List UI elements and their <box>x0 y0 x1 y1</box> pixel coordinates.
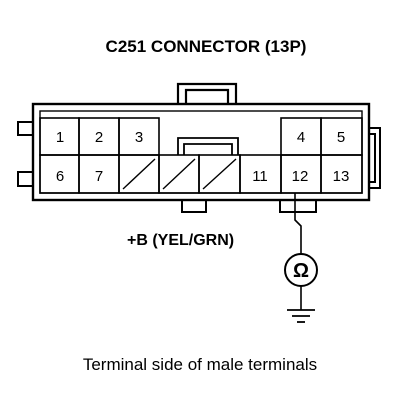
connector-housing-inner <box>39 110 363 194</box>
diagram-caption: Terminal side of male terminals <box>83 355 317 374</box>
diagram-title: C251 CONNECTOR (13P) <box>106 37 307 56</box>
terminal-label-5: 5 <box>337 129 345 146</box>
terminal-label-2: 2 <box>95 129 103 146</box>
terminal-label-4: 4 <box>297 129 305 146</box>
center-key <box>177 137 239 155</box>
left-latch-bottom <box>17 171 33 187</box>
ground-icon <box>287 309 315 323</box>
unused-cavity-8 <box>122 158 156 190</box>
bottom-tab-right <box>279 200 317 213</box>
right-latch <box>369 127 381 189</box>
unused-cavity-9 <box>162 158 196 190</box>
terminal-label-12: 12 <box>292 168 309 185</box>
terminal-label-6: 6 <box>56 168 64 185</box>
terminal-label-7: 7 <box>95 168 103 185</box>
terminal-label-13: 13 <box>333 168 350 185</box>
terminal-label-3: 3 <box>135 129 143 146</box>
terminal-cell-13 <box>320 154 363 194</box>
connector-housing-outer <box>31 102 371 202</box>
bottom-tab-left <box>181 200 207 213</box>
unused-cavity-10 <box>202 158 237 190</box>
terminal-grid <box>39 117 363 194</box>
wire-label: +B (YEL/GRN) <box>127 232 234 249</box>
top-lock-tab <box>176 82 238 104</box>
left-latch-top <box>17 121 33 136</box>
probe-wire-12 <box>294 193 302 254</box>
terminal-numbers: 1 2 3 4 5 6 7 11 12 13 <box>56 129 350 185</box>
terminal-label-1: 1 <box>56 129 64 146</box>
terminal-label-11: 11 <box>252 168 268 185</box>
ohm-icon: Ω <box>293 260 309 282</box>
